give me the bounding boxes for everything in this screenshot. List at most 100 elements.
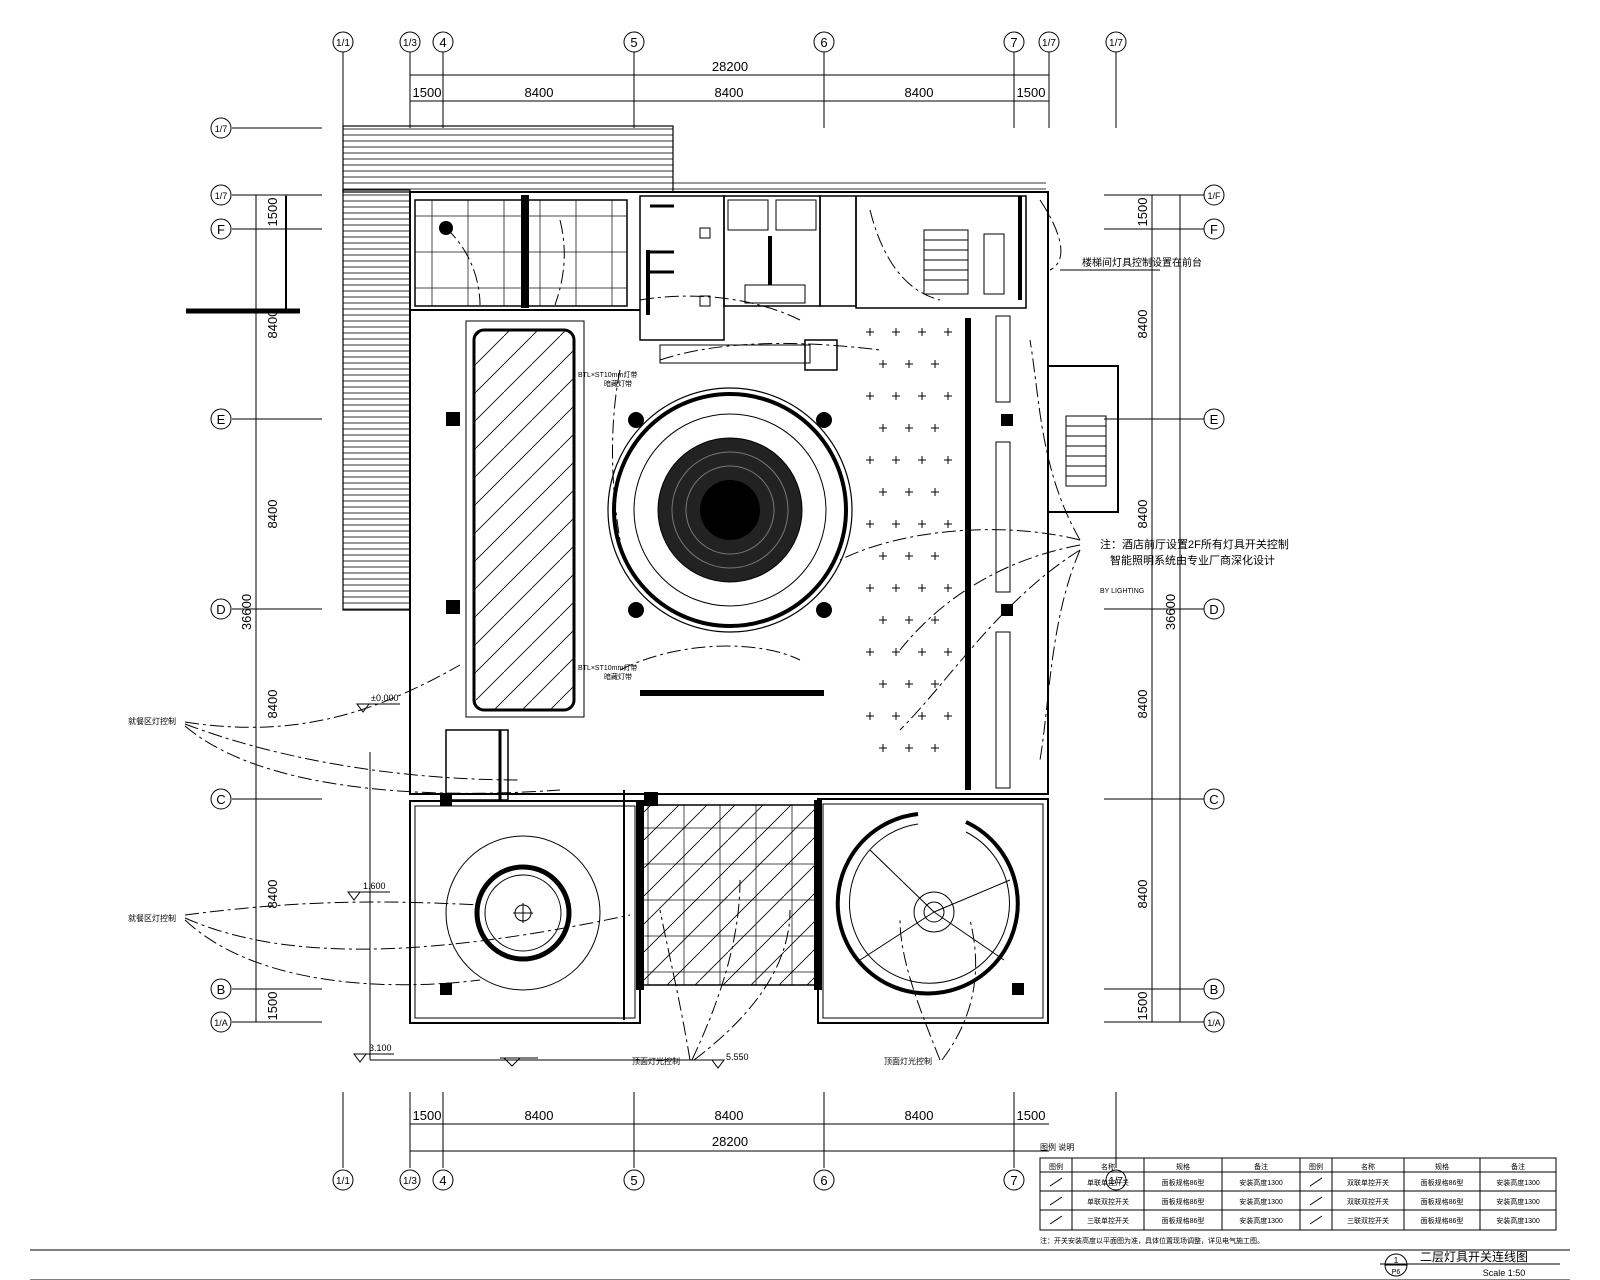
dim-top-seg: 1500 (413, 85, 442, 100)
svg-text:5: 5 (630, 35, 637, 50)
downlight-icon (866, 712, 874, 720)
svg-text:面板规格86型: 面板规格86型 (1421, 1178, 1464, 1187)
downlight-icon (905, 616, 913, 624)
left-axis-bubble: E (210, 408, 232, 430)
downlight-icon (944, 648, 952, 656)
decorative-panel-left (446, 320, 585, 718)
title-block: 1 P6 二层灯具开关连线图 Scale 1:50 (30, 1249, 1570, 1280)
svg-text:面板规格86型: 面板规格86型 (1421, 1197, 1464, 1206)
ceiling-control-label: 顶面灯光控制 (884, 1056, 932, 1066)
svg-text:单联双控开关: 单联双控开关 (1087, 1197, 1129, 1206)
svg-text:B: B (1210, 982, 1219, 997)
bottom-axis-bubble: 1/1 (332, 1169, 354, 1191)
downlight-icon (931, 488, 939, 496)
svg-text:1/A: 1/A (1207, 1018, 1221, 1028)
top-axis-bubble: 1/7 (1038, 31, 1060, 53)
svg-text:安装高度1300: 安装高度1300 (1239, 1178, 1283, 1187)
level-label: 3.100 (369, 1043, 392, 1053)
bottom-dimensions: 1500 8400 8400 8400 1500 28200 1/1 1/3 4… (332, 1092, 1127, 1191)
level-label: 1.600 (363, 881, 386, 891)
dim-top-total: 28200 (712, 59, 748, 74)
downlight-icon (866, 392, 874, 400)
left-axis-bubble: B (210, 978, 232, 1000)
svg-text:安装高度1300: 安装高度1300 (1496, 1197, 1540, 1206)
drawing-number: 1 (1394, 1256, 1399, 1265)
left-axis-bubble: 1/7 (210, 184, 232, 206)
svg-text:1/3: 1/3 (403, 38, 417, 49)
downlight-icon (892, 584, 900, 592)
top-axis-bubble: 7 (1003, 31, 1025, 53)
svg-text:B: B (217, 982, 226, 997)
dim-right-seg: 8400 (1135, 310, 1150, 339)
top-axis-bubble: 1/1 (332, 31, 354, 53)
downlight-icon (944, 712, 952, 720)
left-axis-bubble: 1/7 (210, 117, 232, 139)
svg-text:面板规格86型: 面板规格86型 (1162, 1178, 1205, 1187)
downlight-icon (931, 360, 939, 368)
svg-text:6: 6 (820, 1173, 827, 1188)
downlight-icon (931, 616, 939, 624)
center-control-note: 智能照明系统由专业厂商深化设计 (1110, 553, 1275, 567)
svg-text:7: 7 (1010, 1173, 1017, 1188)
dim-right-seg: 8400 (1135, 690, 1150, 719)
downlight-icon (866, 328, 874, 336)
svg-text:单联单控开关: 单联单控开关 (1087, 1178, 1129, 1187)
right-axis-bubble: 1/F (1203, 184, 1225, 206)
dim-bottom-seg: 1500 (1017, 1108, 1046, 1123)
svg-text:安装高度1300: 安装高度1300 (1239, 1197, 1283, 1206)
svg-text:D: D (216, 602, 225, 617)
dim-right-seg: 8400 (1135, 880, 1150, 909)
svg-text:双联单控开关: 双联单控开关 (1347, 1178, 1389, 1187)
downlight-icon (944, 392, 952, 400)
dim-right-seg: 1500 (1135, 992, 1150, 1021)
downlight-icon (879, 744, 887, 752)
downlight-icon (866, 648, 874, 656)
downlight-icon (944, 328, 952, 336)
svg-text:4: 4 (439, 35, 446, 50)
dim-left-total: 36600 (239, 594, 254, 630)
svg-text:1/7: 1/7 (1109, 1176, 1123, 1187)
svg-text:5: 5 (630, 1173, 637, 1188)
downlight-icon (866, 520, 874, 528)
right-axis-bubble: F (1203, 218, 1225, 240)
bottom-axis-bubble: 1/3 (399, 1169, 421, 1191)
downlight-icon (944, 520, 952, 528)
top-dimensions: 28200 1500 8400 8400 8400 1500 (410, 59, 1049, 102)
small-room-mid-left (440, 729, 509, 806)
left-axis-bubble: C (210, 788, 232, 810)
svg-text:面板规格86型: 面板规格86型 (1162, 1216, 1205, 1225)
downlight-icon (905, 744, 913, 752)
downlight-icon (918, 648, 926, 656)
downlight-icon (866, 456, 874, 464)
svg-text:名称: 名称 (1361, 1162, 1375, 1171)
lighting-tag: 暗藏灯带 (604, 672, 632, 681)
svg-text:双联双控开关: 双联双控开关 (1347, 1197, 1389, 1206)
sheet-number: P6 (1392, 1269, 1401, 1276)
tiled-room-top-left (410, 195, 640, 311)
drawing-scale: Scale 1:50 (1483, 1268, 1526, 1278)
dim-bottom-seg: 8400 (525, 1108, 554, 1123)
left-grid-axes: 1/7 1/7 F E D C B 1/A 1500 8400 8400 840… (186, 117, 322, 1033)
downlight-icon (879, 552, 887, 560)
svg-text:备注: 备注 (1254, 1162, 1268, 1171)
svg-text:6: 6 (820, 35, 827, 50)
bottom-axis-bubble: 6 (813, 1169, 835, 1191)
downlight-icon (879, 616, 887, 624)
svg-text:F: F (1210, 222, 1218, 237)
dim-left-seg: 1500 (265, 992, 280, 1021)
dim-top-seg: 8400 (905, 85, 934, 100)
annotations: 楼梯间灯具控制设置在前台 注：酒店前厅设置2F所有灯具开关控制 智能照明系统由专… (128, 256, 1289, 1066)
lighting-tag: BTL×ST10mm灯带 (578, 370, 637, 379)
stair-control-note: 楼梯间灯具控制设置在前台 (1082, 256, 1202, 269)
downlight-icon (931, 552, 939, 560)
top-axis-bubble: 6 (813, 31, 835, 53)
svg-text:E: E (1210, 412, 1219, 427)
stair-room-top-right (855, 195, 1027, 309)
downlight-array-right (866, 328, 952, 752)
dim-top-seg: 1500 (1017, 85, 1046, 100)
svg-text:4: 4 (439, 1173, 446, 1188)
right-partition-wall (965, 315, 1013, 790)
center-control-note: 注：酒店前厅设置2F所有灯具开关控制 (1100, 537, 1289, 551)
svg-text:规格: 规格 (1176, 1162, 1190, 1171)
svg-text:E: E (217, 412, 226, 427)
